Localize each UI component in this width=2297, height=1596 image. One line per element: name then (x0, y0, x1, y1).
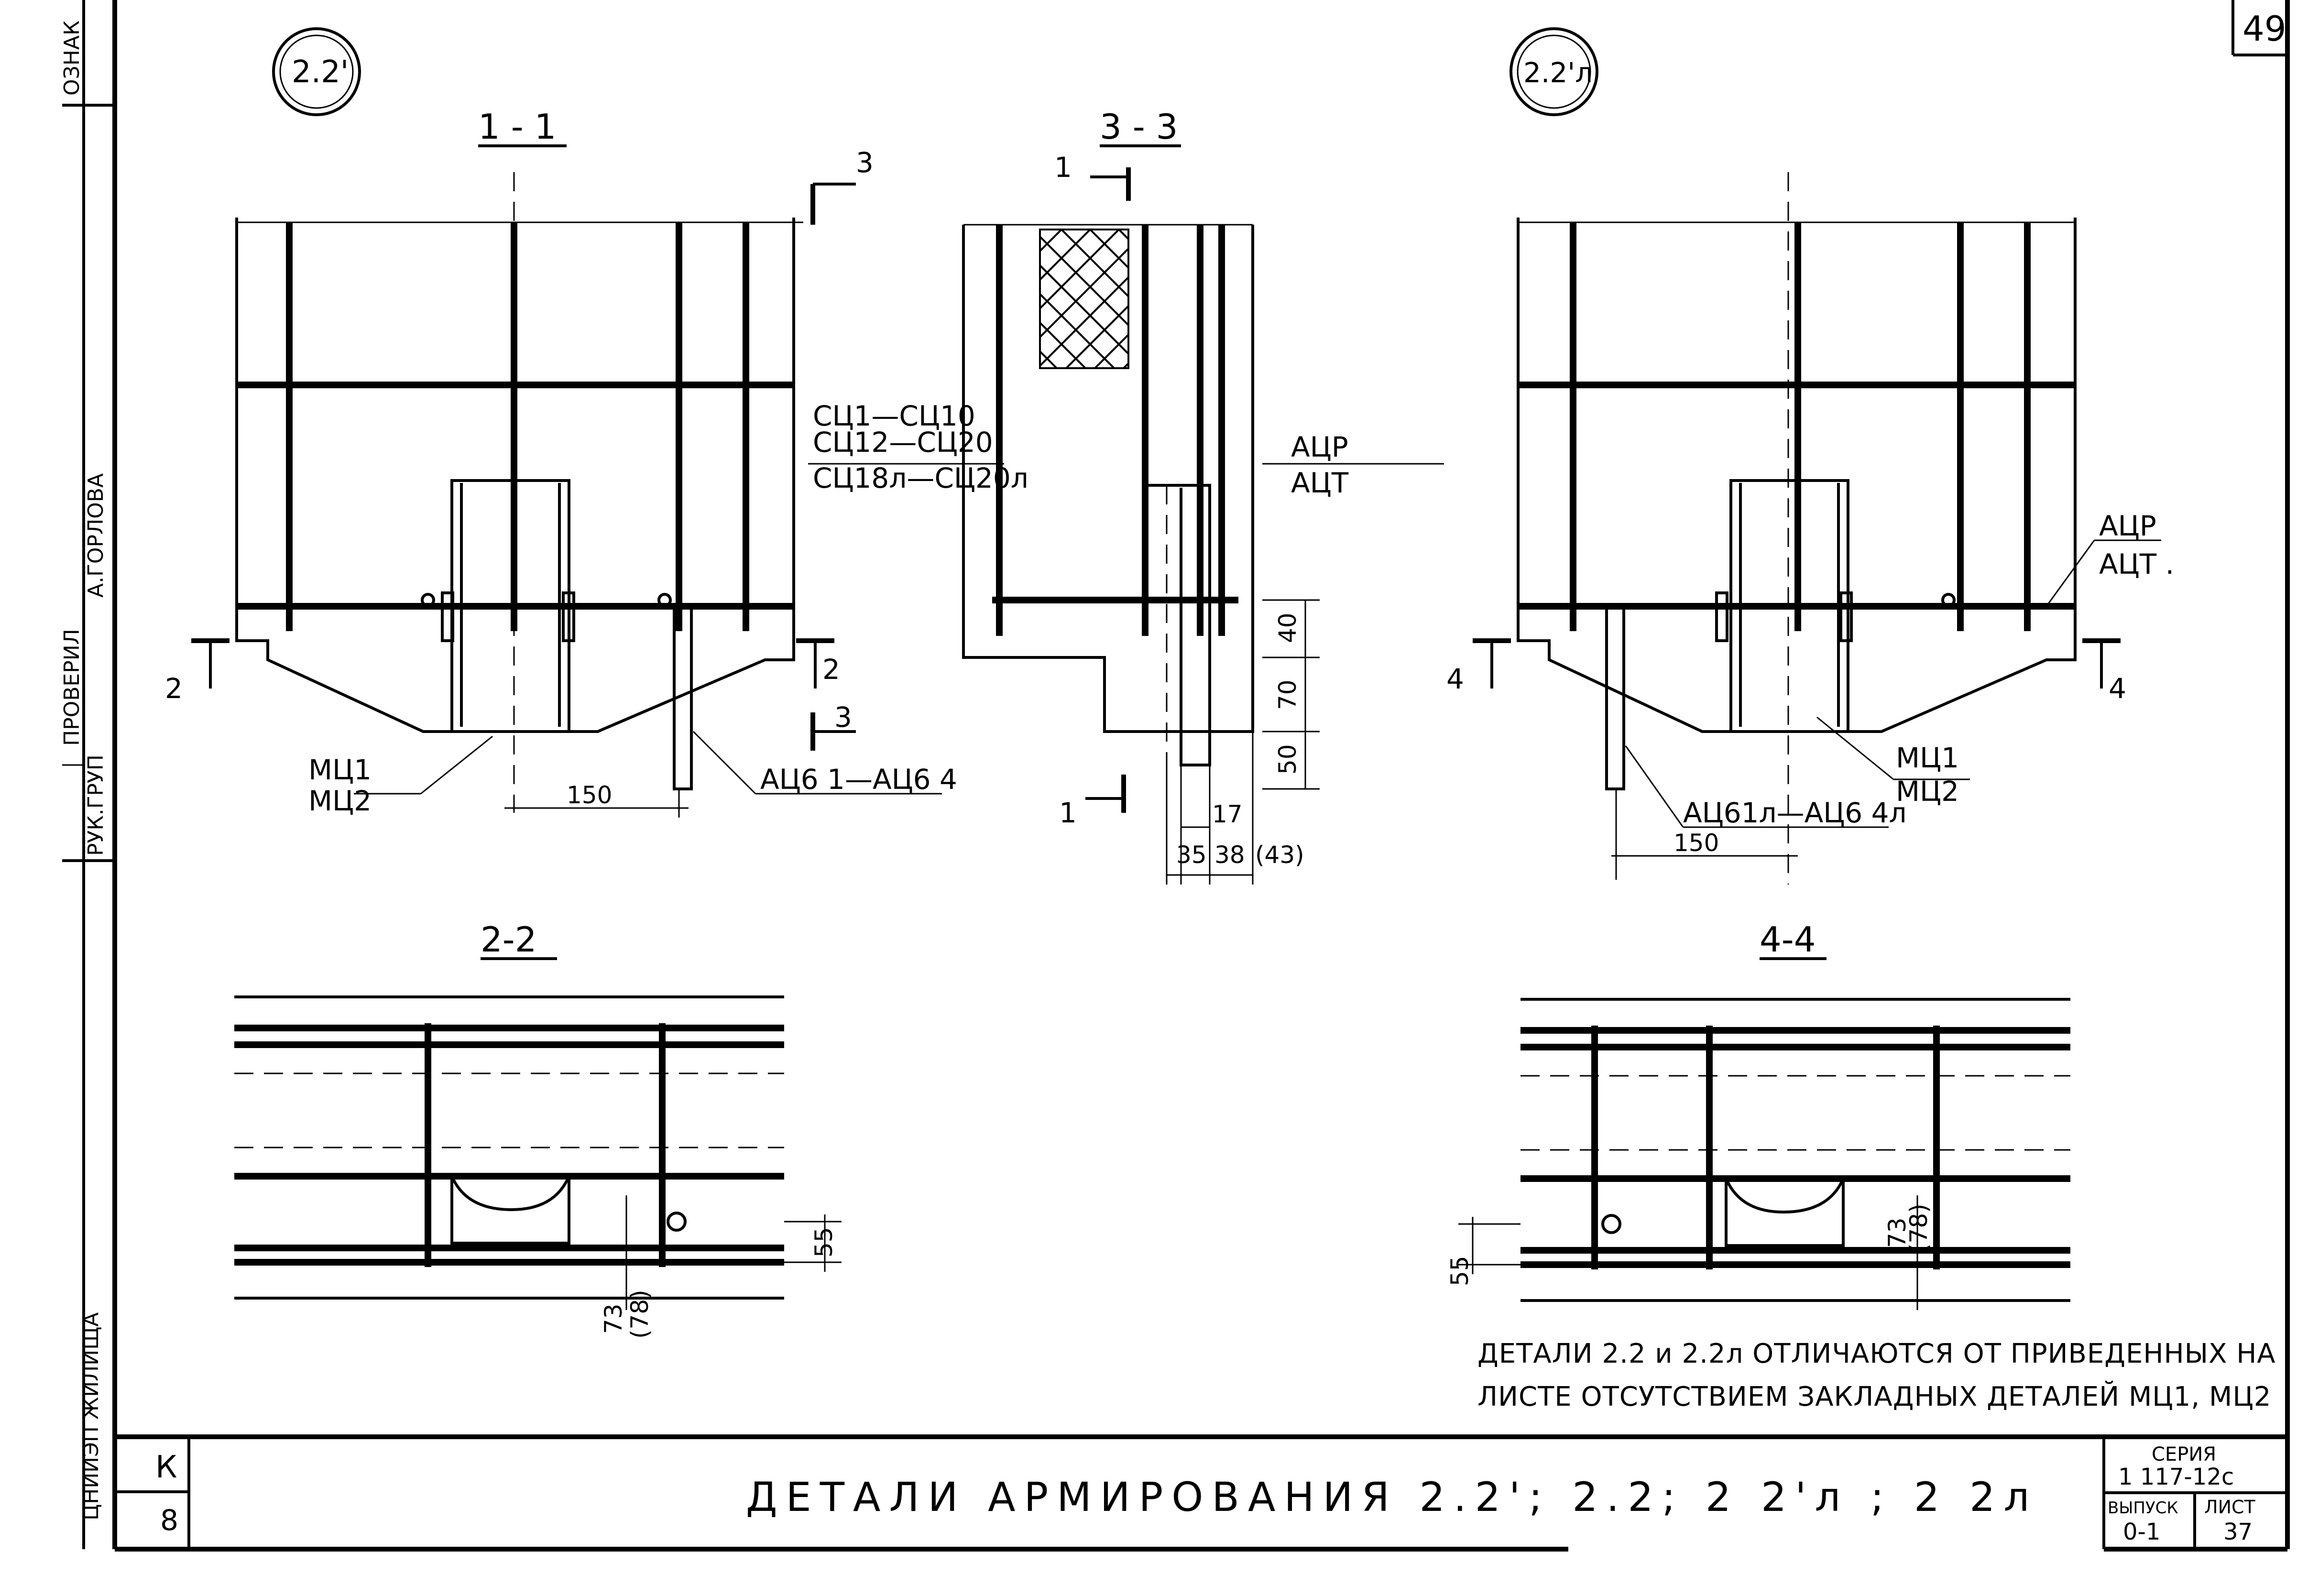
section-2-2-title: 2-2 (481, 919, 537, 960)
svg-text:(78): (78) (626, 1290, 654, 1339)
svg-text:73: 73 (1883, 1217, 1911, 1248)
sheet-number: 49 (2242, 9, 2286, 49)
label-acr: АЦР (1291, 431, 1348, 463)
sheet-frame (62, 0, 2290, 1552)
sheet-value: 37 (2223, 1519, 2253, 1545)
margin-role-1: РУК.ГРУП (84, 754, 108, 856)
margin-name: А.ГОРЛОВА (84, 473, 108, 598)
svg-text:2.2': 2.2' (292, 55, 349, 90)
label-mc2-right: МЦ2 (1896, 775, 1959, 808)
svg-text:40: 40 (1274, 612, 1302, 643)
label-mc1-right: МЦ1 (1896, 742, 1959, 774)
note-line-1: ДЕТАЛИ 2.2 и 2.2л ОТЛИЧАЮТСЯ ОТ ПРИВЕДЕН… (1477, 1338, 2276, 1369)
detail-marker-left: 2.2' (272, 27, 361, 116)
note-line-2: ЛИСТЕ ОТСУТСТВИЕМ ЗАКЛАДНЫХ ДЕТАЛЕЙ МЦ1,… (1477, 1381, 2271, 1412)
label-mc2-left: МЦ2 (308, 785, 372, 817)
label-ac-right: АЦ61л—АЦ6 4л (1683, 797, 1907, 829)
section-4-4: 4-4 55 73 (78) (1446, 919, 2070, 1310)
left-code-bottom: 8 (160, 1504, 178, 1537)
label-act: АЦТ (1291, 467, 1349, 499)
drawing-title: ДЕТАЛИ АРМИРОВАНИЯ 2.2'; 2.2; 2 2'л ; 2 … (746, 1474, 2038, 1520)
sheet-label: ЛИСТ (2204, 1497, 2256, 1518)
issue-value: 0-1 (2123, 1519, 2160, 1545)
dim-150-right: 150 (1674, 829, 1719, 857)
label-act-right: АЦТ . (2099, 548, 2174, 580)
svg-text:3: 3 (856, 146, 874, 179)
svg-text:(43): (43) (1255, 841, 1304, 869)
section-2-2: 2-2 55 73 (78) (234, 919, 842, 1339)
svg-text:73: 73 (600, 1303, 627, 1334)
label-sc-3: СЦ18л—СЦ20л (813, 462, 1028, 494)
section-right-mirror: 4 4 АЦР АЦТ . МЦ1 МЦ2 АЦ61л—АЦ6 4л 150 (1446, 172, 2174, 885)
svg-text:4: 4 (1446, 663, 1464, 695)
general-note: ДЕТАЛИ 2.2 и 2.2л ОТЛИЧАЮТСЯ ОТ ПРИВЕДЕН… (1477, 1338, 2276, 1412)
section-1-1: 1 - 1 2 2 3 3 (165, 107, 957, 818)
svg-text:2: 2 (822, 653, 840, 686)
svg-text:3: 3 (834, 701, 852, 733)
label-mc1-left: МЦ1 (308, 754, 372, 786)
margin-role-2: ПРОВЕРИЛ (60, 629, 84, 746)
left-code-top: К (155, 1450, 177, 1485)
issue-label: ВЫПУСК (2108, 1498, 2178, 1518)
label-sc-1: СЦ1—СЦ10 (813, 400, 975, 432)
label-ac-left: АЦ6 1—АЦ6 4 (760, 763, 957, 796)
margin-org: ЦНИИЭП ЖИЛИЩА (79, 1312, 103, 1520)
svg-text:1: 1 (1059, 797, 1077, 829)
svg-text:38: 38 (1214, 841, 1245, 869)
series-value: 1 117-12с (2118, 1464, 2234, 1490)
margin-extra: ОЗНАК (60, 21, 84, 96)
svg-text:35: 35 (1176, 841, 1207, 869)
svg-text:2: 2 (165, 672, 183, 705)
label-acr-right: АЦР (2099, 510, 2156, 542)
title-block: ДЕТАЛИ АРМИРОВАНИЯ 2.2'; 2.2; 2 2'л ; 2 … (155, 1443, 2256, 1545)
dim-55-right: 55 (1446, 1256, 1474, 1286)
section-3-3-title: 3 - 3 (1100, 107, 1178, 147)
section-1-1-title: 1 - 1 (478, 107, 556, 147)
svg-text:17: 17 (1212, 800, 1243, 828)
dim-150-left: 150 (567, 781, 612, 809)
series-label: СЕРИЯ (2152, 1443, 2216, 1465)
svg-text:2.2'л: 2.2'л (1523, 56, 1593, 89)
svg-text:4: 4 (2109, 672, 2126, 705)
svg-text:70: 70 (1274, 679, 1302, 710)
svg-text:(78): (78) (1905, 1203, 1933, 1253)
svg-text:1: 1 (1054, 151, 1072, 184)
section-3-3: 3 - 3 СЦ1—СЦ10 СЦ12—СЦ20 СЦ18л—СЦ20л АЦР… (808, 107, 1444, 885)
detail-marker-right: 2.2'л (1509, 27, 1598, 116)
dim-55-left: 55 (810, 1227, 838, 1257)
margin-stamp: ЦНИИЭП ЖИЛИЩА РУК.ГРУП ПРОВЕРИЛ А.ГОРЛОВ… (60, 21, 108, 1520)
svg-text:50: 50 (1274, 744, 1302, 775)
section-4-4-title: 4-4 (1760, 919, 1816, 960)
label-sc-2: СЦ12—СЦ20 (813, 426, 993, 459)
